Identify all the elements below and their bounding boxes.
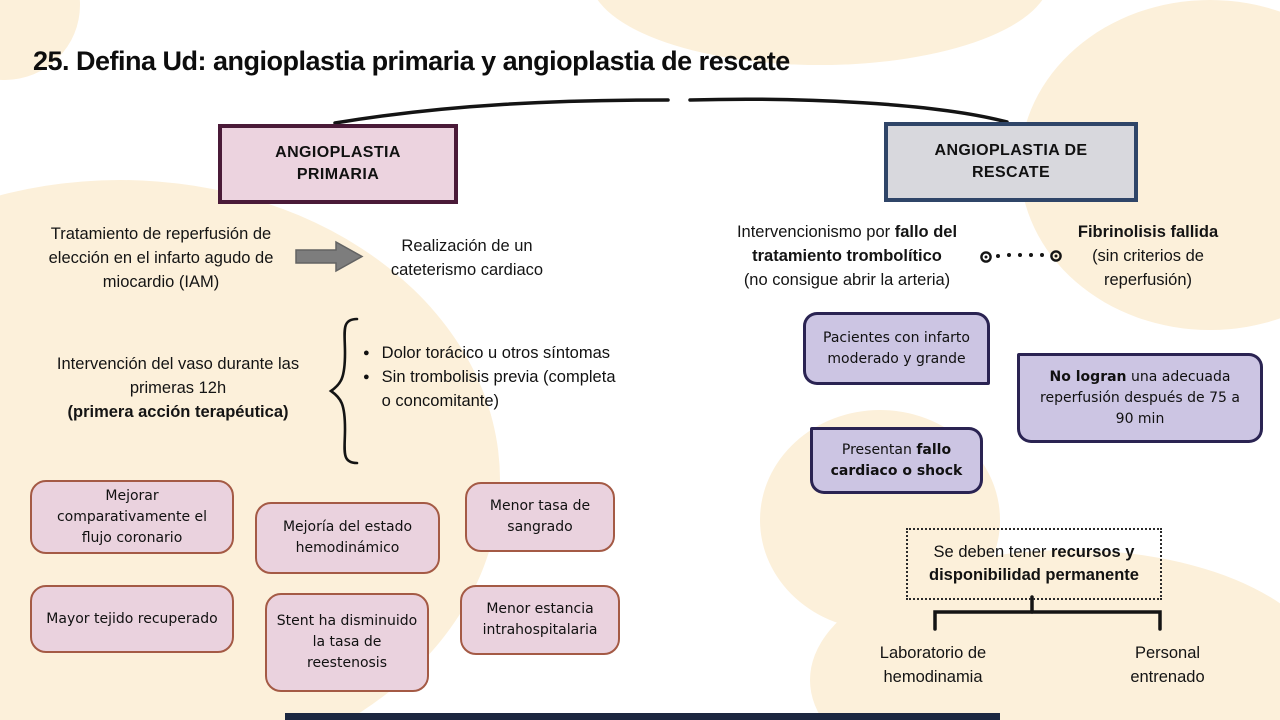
indication-box-infarto: Pacientes con infarto moderado y grande [803, 312, 990, 385]
primary-definition-text: Tratamiento de reperfusión de elección e… [48, 225, 274, 291]
resource-lab-text: Laboratorio de hemodinamia [879, 644, 987, 686]
bullet-icon: ● [363, 347, 370, 359]
benefit-box-tejido: Mayor tejido recuperado [30, 585, 234, 653]
resource-staff-text: Personal entrenado [1130, 644, 1205, 686]
bullet-icon: ● [363, 371, 370, 383]
intervention-text: Intervención del vaso durante las primer… [56, 355, 300, 421]
header-angioplastia-rescate: ANGIOPLASTIA DE RESCATE [884, 122, 1138, 202]
benefit-box-sangrado: Menor tasa de sangrado [465, 482, 615, 552]
header-label: ANGIOPLASTIA DE RESCATE [934, 142, 1088, 181]
benefit-box-stent: Stent ha disminuido la tasa de reestenos… [265, 593, 429, 692]
list-item: ● Sin trombolisis previa (completa o con… [363, 365, 618, 413]
branch-curve-icon [333, 97, 1009, 125]
criteria-list: ● Dolor torácico u otros síntomas ● Sin … [363, 341, 618, 413]
rescue-definition-text: Intervencionismo por fallo del tratamien… [736, 223, 958, 289]
indication-box-shock: Presentan fallo cardiaco o shock [810, 427, 983, 494]
page-title: 25. Defina Ud: angioplastia primaria y a… [33, 46, 790, 77]
benefit-box-flujo: Mejorar comparativamente el flujo corona… [30, 480, 234, 554]
list-item: ● Dolor torácico u otros síntomas [363, 341, 618, 365]
fibrinolysis-text: Fibrinolisis fallida (sin criterios de r… [1077, 223, 1219, 289]
catheterism-text: Realización de un cateterismo cardiaco [390, 237, 544, 279]
bottom-progress-bar [285, 713, 1000, 720]
benefit-box-hemodinamico: Mejoría del estado hemodinámico [255, 502, 440, 574]
header-label: ANGIOPLASTIA PRIMARIA [275, 144, 401, 183]
header-angioplastia-primaria: ANGIOPLASTIA PRIMARIA [218, 124, 458, 204]
requirements-box: Se deben tener recursos y disponibilidad… [906, 528, 1162, 600]
indication-box-reperfusion: No logran una adecuada reperfusión despu… [1017, 353, 1263, 443]
benefit-box-estancia: Menor estancia intrahospitalaria [460, 585, 620, 655]
